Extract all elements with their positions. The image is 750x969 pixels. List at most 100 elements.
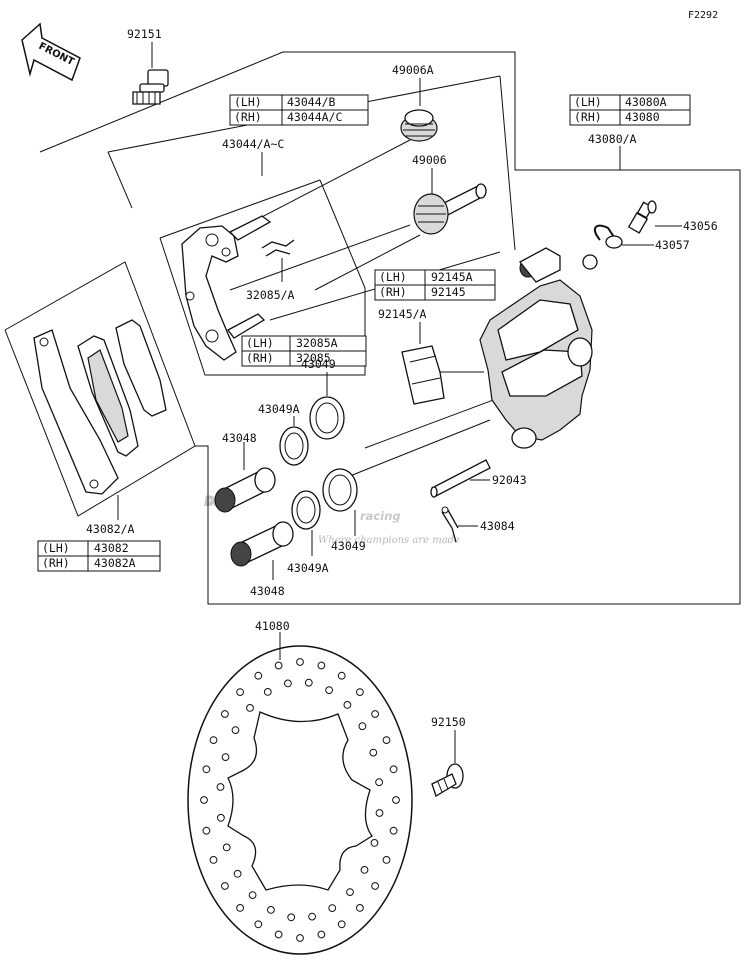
disc-hole	[248, 891, 257, 899]
bleeder-cap-43057	[582, 224, 623, 270]
caliper-part-table: (LH) 43080A (RH) 43080	[569, 94, 691, 126]
disc-hole	[200, 796, 208, 804]
disc-hole	[221, 710, 229, 718]
watermark-racing: racing	[360, 509, 401, 523]
svg-text:43044/B: 43044/B	[287, 95, 336, 109]
svg-text:92145: 92145	[431, 285, 466, 299]
disc-hole	[389, 765, 398, 774]
disc-hole	[217, 813, 225, 822]
callout-43048-top: 43048	[222, 431, 257, 445]
disc-hole	[370, 839, 379, 847]
disc-hole	[328, 904, 337, 912]
callout-43082a: 43082/A	[86, 522, 135, 536]
svg-text:43044A/C: 43044A/C	[287, 110, 342, 124]
disc-hole	[287, 913, 296, 922]
svg-text:(RH): (RH)	[379, 285, 407, 299]
callout-92145a: 92145/A	[378, 307, 427, 321]
bolt-92151	[132, 69, 169, 105]
disc-hole	[222, 843, 231, 852]
disc-hole	[371, 882, 380, 890]
svg-text:43080: 43080	[625, 110, 660, 124]
disc-holes	[200, 658, 400, 942]
disc-hole	[317, 661, 326, 670]
caliper-bracket-43044	[181, 215, 272, 361]
brake-disc-41080	[187, 645, 413, 955]
pin-92043	[430, 459, 491, 498]
disc-hole	[274, 661, 283, 670]
disc-hole	[346, 888, 354, 896]
callout-92150: 92150	[431, 715, 466, 729]
disc-hole	[317, 930, 326, 939]
callout-43049-bottom: 43049	[331, 539, 366, 553]
figure-code: F2292	[688, 10, 718, 21]
disc-hole	[231, 726, 240, 734]
disc-hole	[371, 710, 380, 718]
svg-text:(RH): (RH)	[574, 110, 602, 124]
svg-text:(LH): (LH)	[574, 95, 602, 109]
svg-text:(LH): (LH)	[42, 541, 70, 555]
disc-hole	[392, 796, 400, 804]
svg-text:92145A: 92145A	[431, 270, 473, 284]
seal-43049-bottom	[322, 468, 358, 512]
svg-text:(RH): (RH)	[42, 556, 70, 570]
disc-hole	[308, 912, 317, 921]
disc-hole	[209, 736, 218, 744]
callout-43084: 43084	[480, 519, 515, 533]
callout-49006a: 49006A	[392, 63, 434, 77]
disc-hole	[337, 671, 346, 680]
disc-hole	[274, 930, 283, 939]
caliper-body-43080	[479, 247, 593, 449]
callout-43080a: 43080/A	[588, 132, 637, 146]
disc-hole	[382, 736, 391, 744]
brake-pad-backplate	[33, 329, 119, 495]
disc-hole	[202, 765, 211, 774]
disc-hole	[337, 920, 346, 929]
disc-hole	[375, 809, 384, 817]
callout-41080: 41080	[255, 619, 290, 633]
disc-hole	[263, 688, 272, 696]
seal-43049-top	[309, 396, 345, 440]
disc-bolt-92150	[431, 763, 464, 797]
callout-43049a-top: 43049A	[258, 402, 300, 416]
boot-49006a	[400, 109, 438, 142]
callout-49006: 49006	[412, 153, 447, 167]
disc-hole	[358, 722, 367, 731]
svg-text:(RH): (RH)	[234, 110, 262, 124]
front-arrow-icon: FRONT	[21, 22, 81, 82]
piston-43048-bottom	[230, 521, 294, 567]
callout-43048-bottom: 43048	[250, 584, 285, 598]
callout-43044: 43044/A~C	[222, 137, 284, 151]
disc-hole	[221, 882, 229, 890]
disc-hole	[360, 866, 369, 874]
clip-32085	[261, 239, 295, 257]
pads-part-table: (LH) 43082 (RH) 43082A	[37, 540, 161, 572]
disc-hole	[236, 688, 245, 696]
disc-hole	[221, 753, 230, 761]
disc-hole	[369, 748, 378, 757]
callout-43056: 43056	[683, 219, 718, 233]
disc-hole	[375, 778, 384, 787]
callout-43057: 43057	[655, 238, 690, 252]
disc-hole	[296, 658, 304, 666]
piston-43048-top	[214, 467, 276, 513]
cotter-pin-43084	[441, 506, 459, 543]
svg-text:43082A: 43082A	[94, 556, 136, 570]
seal-43049a-bottom	[291, 490, 321, 530]
svg-text:32085: 32085	[296, 351, 331, 365]
svg-text:32085A: 32085A	[296, 336, 338, 350]
callout-32085a: 32085/A	[246, 288, 295, 302]
svg-text:43082: 43082	[94, 541, 129, 555]
disc-hole	[356, 904, 364, 912]
slide-pin-49006	[413, 183, 487, 235]
disc-hole	[296, 934, 304, 942]
svg-text:(LH): (LH)	[246, 336, 274, 350]
callout-92151: 92151	[127, 27, 162, 41]
disc-hole	[254, 671, 263, 680]
svg-text:(RH): (RH)	[246, 351, 274, 365]
disc-hole	[246, 704, 254, 712]
disc-hole	[216, 783, 225, 791]
disc-hole	[389, 826, 398, 835]
disc-hole	[202, 826, 211, 835]
brake-pad-left	[77, 335, 139, 457]
